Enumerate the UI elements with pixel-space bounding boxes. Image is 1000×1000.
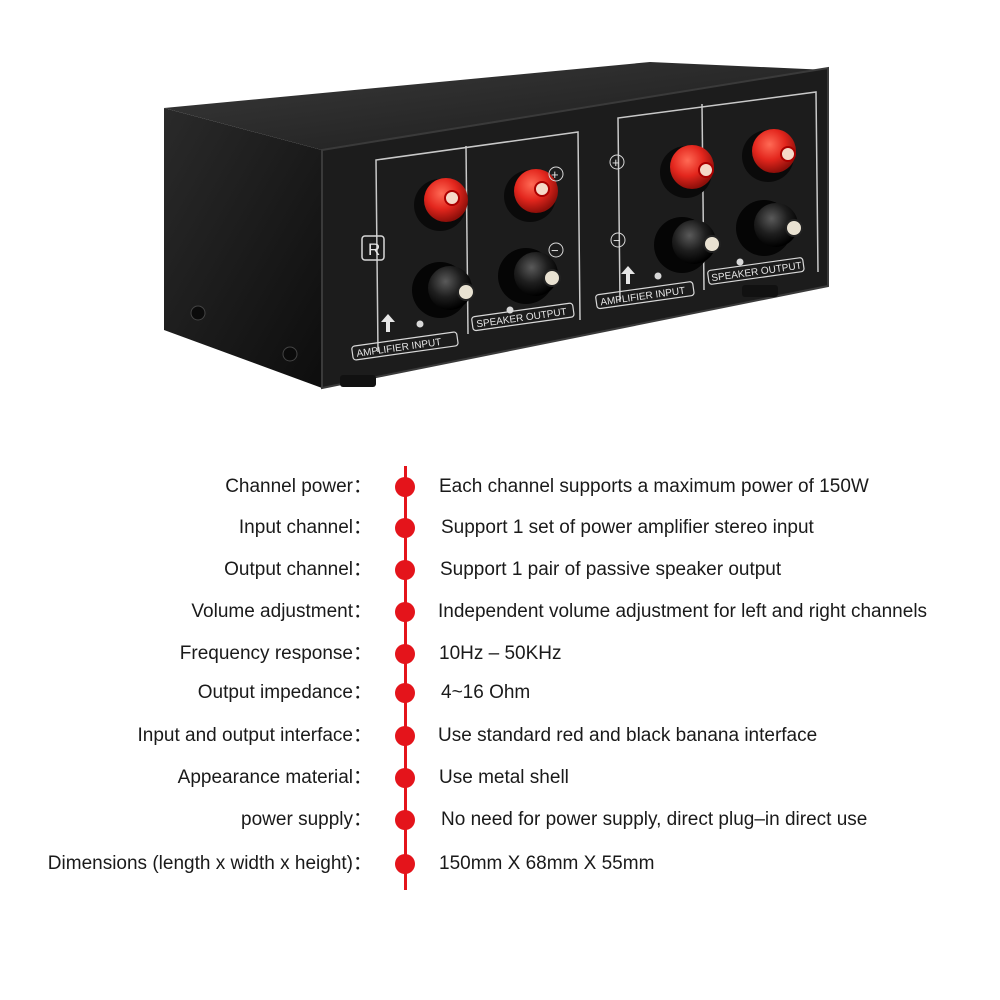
- bullet-dot-icon: [395, 518, 415, 538]
- bullet-dot-icon: [395, 768, 415, 788]
- spec-value: Each channel supports a maximum power of…: [439, 476, 869, 497]
- terminal-black: [736, 200, 803, 256]
- spec-label: Frequency response：: [179, 643, 372, 664]
- terminal-black: [654, 217, 721, 273]
- spec-value: 4~16 Ohm: [441, 682, 531, 703]
- bullet-dot-icon: [395, 810, 415, 830]
- bullet-dot-icon: [395, 602, 415, 622]
- spec-label: Output impedance：: [197, 682, 372, 703]
- spec-row: Output channel： Support 1 pair of passiv…: [0, 555, 1000, 585]
- spec-label: Output channel：: [224, 559, 372, 580]
- terminal-red: [504, 169, 558, 222]
- spec-value: Support 1 set of power amplifier stereo …: [441, 517, 814, 538]
- minus-symbol: −: [613, 233, 621, 248]
- bullet-dot-icon: [395, 644, 415, 664]
- terminal-red: [414, 178, 468, 231]
- r-marker: R: [368, 240, 380, 259]
- spec-label: Appearance material：: [177, 767, 372, 788]
- spec-row: Volume adjustment： Independent volume ad…: [0, 597, 1000, 627]
- plus-symbol: +: [551, 167, 559, 182]
- spec-label: Dimensions (length x width x height)：: [47, 853, 372, 874]
- spec-value: 150mm X 68mm X 55mm: [439, 853, 655, 874]
- timeline-line: [404, 466, 407, 890]
- spec-value: Use standard red and black banana interf…: [438, 725, 818, 746]
- spec-row: Channel power： Each channel supports a m…: [0, 472, 1000, 502]
- spec-row: Input channel： Support 1 set of power am…: [0, 513, 1000, 543]
- bullet-dot-icon: [395, 854, 415, 874]
- r-marker-box: [361, 235, 385, 261]
- spec-value: Support 1 pair of passive speaker output: [440, 559, 782, 580]
- spec-row: Appearance material： Use metal shell: [0, 763, 1000, 793]
- bullet-dot-icon: [395, 477, 415, 497]
- spec-value: No need for power supply, direct plug–in…: [441, 809, 868, 830]
- spec-row: Input and output interface： Use standard…: [0, 721, 1000, 751]
- screw-icon: [282, 346, 298, 362]
- spec-row: Dimensions (length x width x height)： 15…: [0, 849, 1000, 879]
- spec-label: power supply：: [241, 809, 372, 830]
- case-top: [164, 62, 828, 150]
- spec-value: Use metal shell: [439, 767, 569, 788]
- spec-row: Frequency response： 10Hz – 50KHz: [0, 639, 1000, 669]
- panel-outline-right: [617, 91, 819, 303]
- plus-symbol: +: [612, 155, 620, 170]
- bullet-dot-icon: [395, 726, 415, 746]
- spec-row: power supply： No need for power supply, …: [0, 805, 1000, 835]
- terminal-red: [660, 145, 714, 198]
- terminal-red: [742, 129, 796, 182]
- spec-label: Volume adjustment：: [191, 601, 372, 622]
- foot: [340, 375, 376, 387]
- foot: [742, 285, 778, 297]
- spec-label: Input channel：: [238, 517, 372, 538]
- bullet-dot-icon: [395, 683, 415, 703]
- spec-label: Channel power：: [225, 476, 372, 497]
- terminal-black: [498, 248, 561, 304]
- bullet-dot-icon: [395, 560, 415, 580]
- screw-icon: [190, 305, 206, 321]
- arrow-up-icon: [381, 314, 395, 332]
- arrow-up-icon: [621, 266, 635, 284]
- panel-outline-left: [375, 131, 581, 353]
- minus-symbol: −: [551, 243, 559, 258]
- product-image: R + − + − AMPLIFIER INPUT SPEAKER OUTPUT…: [164, 62, 829, 390]
- spec-value: Independent volume adjustment for left a…: [438, 601, 928, 622]
- spec-value: 10Hz – 50KHz: [439, 643, 562, 664]
- spec-label: Input and output interface：: [137, 725, 373, 746]
- terminal-black: [412, 262, 475, 318]
- spec-row: Output impedance： 4~16 Ohm: [0, 678, 1000, 708]
